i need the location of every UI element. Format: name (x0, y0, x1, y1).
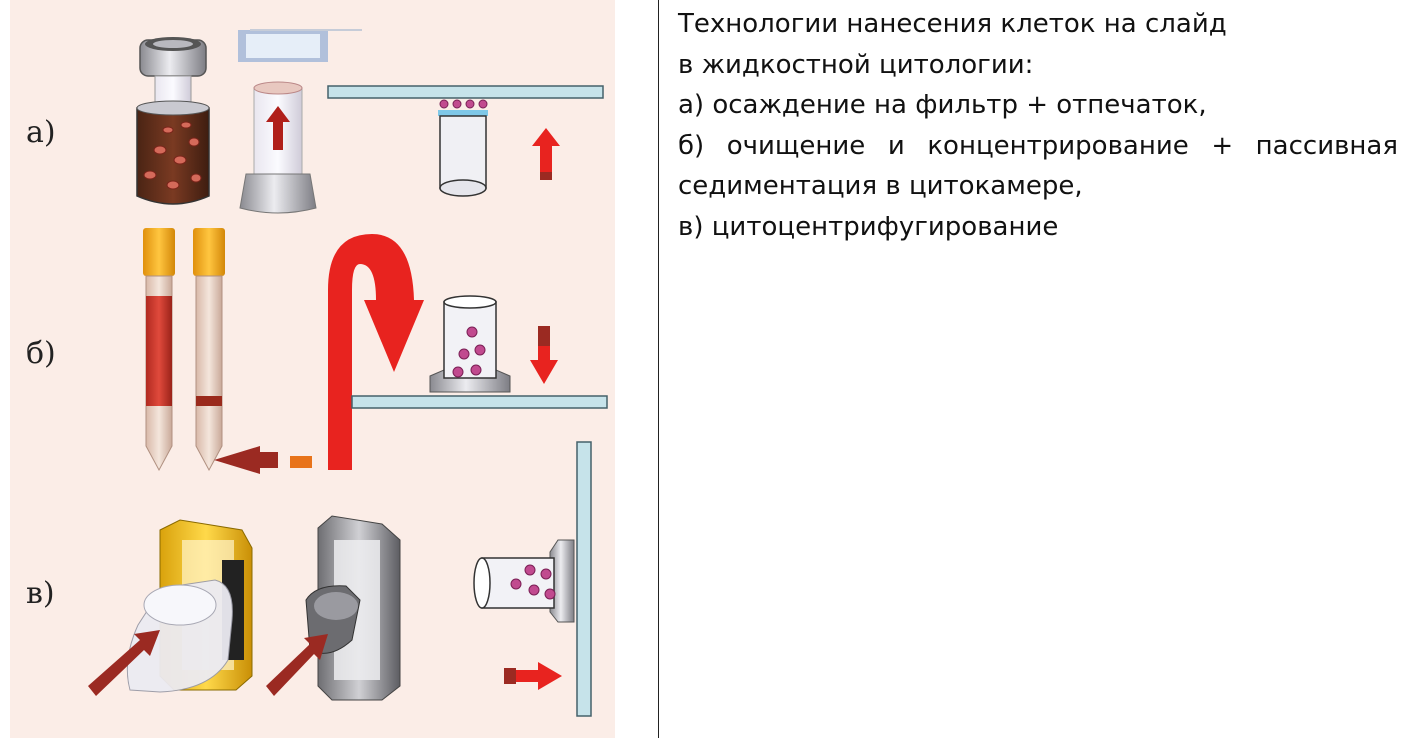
caption-line-a: а) осаждение на фильтр + отпечаток, (678, 90, 1207, 120)
sedimentation-chamber-drawing (351, 295, 608, 409)
filter-tip-drawing (238, 29, 362, 214)
caption-line-b-continued: седиментация в цитокамере, (678, 171, 1083, 201)
caption-word: б) (678, 130, 705, 161)
figure-panel: а) б) в) (10, 0, 615, 738)
caption-line-title: Технологии нанесения клеток на слайд (678, 9, 1227, 39)
caption-line-c: в) цитоцентрифугирование (678, 211, 1059, 242)
row-label-a: а) (26, 115, 56, 150)
caption-word: концентрирование (927, 130, 1189, 161)
cytocentrifuge-drawing (473, 441, 592, 717)
filter-vial-drawing (136, 37, 210, 205)
row-label-c: в) (26, 576, 55, 611)
caption-line-b: б) очищение и концентрирование + пассивн… (678, 126, 1398, 167)
row-label-b: б) (26, 336, 56, 371)
column-divider (658, 0, 659, 738)
caption-word: пассивная (1255, 130, 1398, 161)
yellow-cytofunnel-drawing (88, 519, 253, 696)
caption-line-subtitle: в жидкостной цитологии: (678, 49, 1034, 80)
caption-word: очищение (726, 130, 866, 161)
caption-word: + (1211, 130, 1234, 161)
illustration (88, 29, 608, 717)
caption-word: и (887, 130, 905, 161)
caption-text: Технологии нанесения клеток на слайд в ж… (678, 4, 1398, 247)
filter-imprint-drawing (327, 85, 604, 197)
grey-cytofunnel-drawing (266, 515, 401, 701)
centrifuge-tubes-drawing (143, 228, 312, 474)
transfer-arrow-drawing (328, 234, 424, 470)
